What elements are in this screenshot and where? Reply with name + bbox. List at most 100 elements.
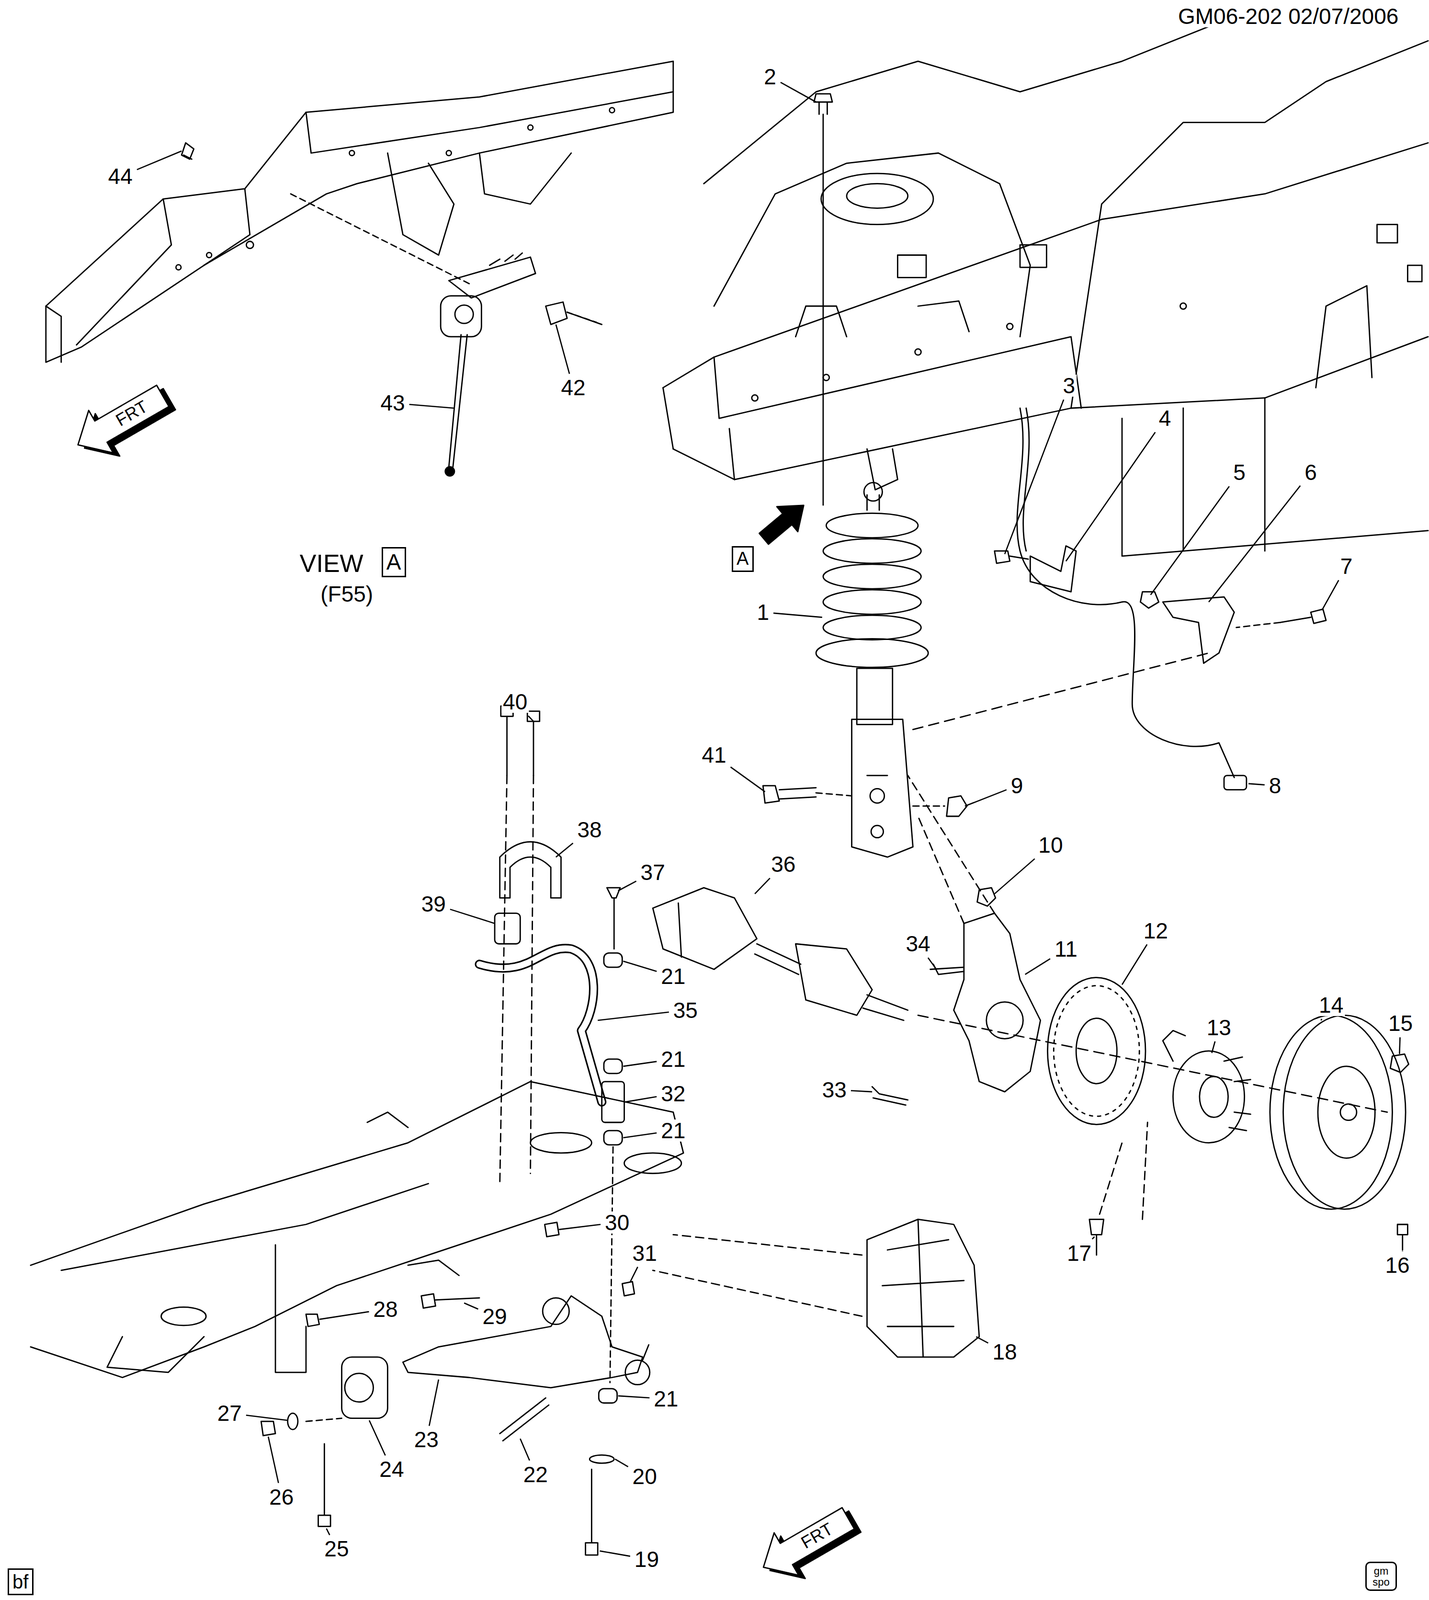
part-drawing [246, 241, 254, 249]
leader-line [520, 1438, 530, 1461]
leader-line [1401, 1249, 1404, 1252]
part-drawing [1377, 224, 1398, 243]
callout-number: 18 [990, 1340, 1019, 1363]
node-text: A [736, 549, 749, 569]
leader-line [618, 1395, 650, 1398]
leader-line [1211, 1041, 1215, 1053]
callout-number: 37 [639, 861, 667, 884]
part-drawing [181, 142, 194, 159]
leader-line [268, 1436, 279, 1483]
callout-number: 28 [372, 1297, 400, 1320]
leader-line [1092, 1236, 1095, 1239]
view-title: VIEW [298, 550, 365, 576]
part-drawing [606, 887, 621, 949]
part-drawing [1122, 397, 1429, 556]
callout-number: 44 [106, 165, 135, 188]
leader-line [558, 1224, 601, 1230]
part-drawing [290, 193, 470, 284]
part-drawing [603, 952, 623, 967]
part-drawing [863, 482, 883, 501]
part-drawing [341, 1356, 388, 1418]
part-drawing [907, 775, 995, 924]
part-drawing [161, 1306, 207, 1326]
part-drawing [751, 394, 759, 401]
leader-line [1150, 486, 1230, 595]
artist-initials-box: bf [7, 1567, 34, 1595]
callout-number: 40 [501, 690, 529, 713]
gm-spo-logo: gm spo [1365, 1561, 1397, 1591]
part-drawing [652, 887, 757, 969]
callout-number: 8 [1267, 774, 1283, 797]
leader-line [528, 715, 534, 721]
part-drawing [367, 1111, 460, 1276]
leader-line [1321, 579, 1339, 611]
leader-line [450, 908, 495, 924]
part-drawing [870, 788, 885, 803]
callout-number: 39 [419, 892, 448, 915]
leader-line [1320, 1018, 1322, 1021]
part-drawing [603, 1130, 623, 1145]
part-drawing [275, 1244, 307, 1373]
part-drawing [448, 252, 536, 298]
callout-number: 43 [378, 391, 407, 414]
callout-number: 21 [659, 1119, 687, 1142]
callout-number: 3 [1061, 374, 1077, 397]
node-text: gm spo [1366, 1565, 1396, 1588]
part-drawing [1270, 1014, 1393, 1209]
part-drawing [753, 492, 815, 552]
leader-line [773, 612, 823, 618]
callout-number: 24 [377, 1457, 406, 1480]
part-drawing [823, 614, 921, 640]
part-drawing [946, 795, 968, 817]
part-drawing [1315, 285, 1373, 388]
leader-line [754, 877, 771, 894]
part-drawing [816, 792, 852, 796]
part-drawing [823, 538, 921, 564]
callout-number: 41 [700, 743, 728, 766]
callout-number: 12 [1142, 919, 1170, 942]
part-drawing [823, 374, 830, 381]
part-drawing [45, 306, 62, 363]
part-drawing [589, 1454, 614, 1463]
part-drawing [1162, 1030, 1186, 1061]
part-drawing [871, 825, 884, 838]
part-drawing [663, 387, 735, 480]
leader-line [429, 1379, 439, 1426]
callout-number: 21 [659, 1047, 687, 1070]
part-drawing [349, 150, 355, 156]
part-drawing [1023, 408, 1030, 551]
part-drawing [762, 785, 817, 803]
leader-line [1208, 485, 1301, 602]
part-drawing [603, 1058, 623, 1074]
part-drawing [912, 652, 1209, 730]
part-drawing [795, 300, 969, 337]
part-drawing [567, 312, 597, 323]
leader-line [409, 404, 454, 409]
part-drawing [862, 994, 908, 1021]
part-drawing [445, 466, 455, 476]
callout-number: 22 [521, 1463, 550, 1486]
part-drawing [1397, 1224, 1408, 1250]
part-drawing [402, 1295, 643, 1388]
callout-number: 36 [769, 852, 797, 875]
part-drawing [494, 912, 521, 944]
part-drawing [527, 124, 534, 131]
part-drawing [953, 912, 1041, 1092]
part-drawing [882, 1218, 964, 1357]
leader-line [623, 960, 657, 971]
part-drawing [260, 1420, 276, 1436]
leader-line [625, 1096, 658, 1102]
leader-line [555, 842, 574, 857]
part-drawing [609, 107, 615, 114]
callout-number: 32 [659, 1082, 687, 1105]
part-drawing [448, 334, 467, 468]
part-drawing [545, 301, 602, 325]
part-drawing [318, 1443, 331, 1527]
drawing-number: GM06-202 02/07/2006 [1176, 5, 1400, 28]
part-drawing [915, 348, 922, 355]
option-code: (F55) [318, 582, 375, 605]
callout-number: 11 [1053, 937, 1079, 960]
part-drawing [1099, 1122, 1148, 1219]
leader-line [1066, 431, 1156, 561]
